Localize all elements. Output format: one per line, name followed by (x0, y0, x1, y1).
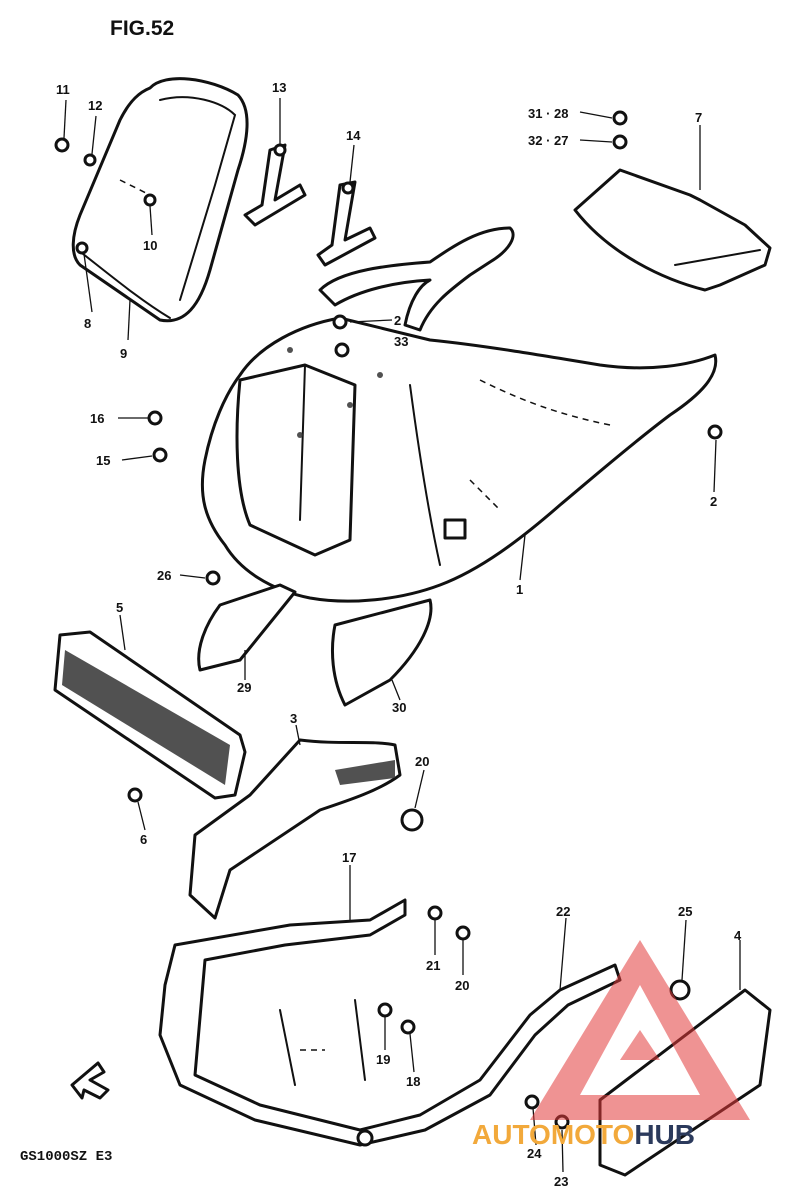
callout-2-right: 2 (710, 494, 717, 509)
callout-5: 5 (116, 600, 123, 615)
callout-2-top: 2 (394, 313, 401, 328)
callout-19: 19 (376, 1052, 390, 1067)
watermark-triangle-icon (530, 940, 750, 1120)
inner-panel-7-part (573, 168, 772, 292)
callout-14: 14 (346, 128, 361, 143)
callout-4: 4 (734, 928, 742, 943)
callout-labels: 11 12 10 8 9 13 14 31 · 28 32 · 27 7 2 3… (56, 80, 742, 1189)
headlight-part (53, 630, 247, 800)
turn-signal-part (598, 988, 772, 1177)
bracket-13-part (243, 143, 307, 227)
callout-9: 9 (120, 346, 127, 361)
windscreen-part (71, 77, 249, 323)
svg-text:AUTOMOTOHUB: AUTOMOTOHUB (472, 1119, 695, 1150)
callout-10: 10 (143, 238, 157, 253)
callout-33: 33 (394, 334, 408, 349)
model-code: GS1000SZ E3 (20, 1149, 112, 1165)
watermark-hub: HUB (634, 1119, 695, 1150)
side-panel-30-part (330, 598, 433, 707)
callout-6: 6 (140, 832, 147, 847)
callout-26: 26 (157, 568, 171, 583)
callout-22: 22 (556, 904, 570, 919)
headlight-housing-part (188, 738, 402, 920)
callout-20-bottom: 20 (455, 978, 469, 993)
leader-lines (63, 98, 741, 1173)
callout-18: 18 (406, 1074, 420, 1089)
callout-25: 25 (678, 904, 692, 919)
callout-31-28: 31 · 28 (528, 106, 568, 121)
side-panel-29-part (197, 583, 297, 672)
callout-12: 12 (88, 98, 102, 113)
fairing-body-part (200, 316, 718, 603)
callout-11: 11 (56, 82, 70, 97)
bracket-14-part (316, 180, 377, 267)
callout-20-top: 20 (415, 754, 429, 769)
callout-8: 8 (84, 316, 91, 331)
callout-17: 17 (342, 850, 356, 865)
callout-1: 1 (516, 582, 523, 597)
callout-23: 23 (554, 1174, 568, 1189)
figure-title: FIG.52 (110, 17, 174, 40)
callout-15: 15 (96, 453, 110, 468)
watermark-moto: MOTO (551, 1119, 634, 1150)
watermark-logo: AUTOMOTOHUB (472, 940, 750, 1150)
upper-stay-part (318, 226, 515, 332)
callout-16: 16 (90, 411, 104, 426)
callout-29: 29 (237, 680, 251, 695)
callout-32-27: 32 · 27 (528, 133, 568, 148)
lower-frame-part (158, 898, 622, 1147)
watermark-auto: AUTO (472, 1119, 551, 1150)
callout-30: 30 (392, 700, 406, 715)
fasteners (54, 110, 723, 1130)
callout-24: 24 (527, 1146, 542, 1161)
callout-21: 21 (426, 958, 440, 973)
front-direction-arrow-icon (70, 1061, 110, 1100)
callout-13: 13 (272, 80, 286, 95)
callout-3: 3 (290, 711, 297, 726)
callout-7: 7 (695, 110, 702, 125)
